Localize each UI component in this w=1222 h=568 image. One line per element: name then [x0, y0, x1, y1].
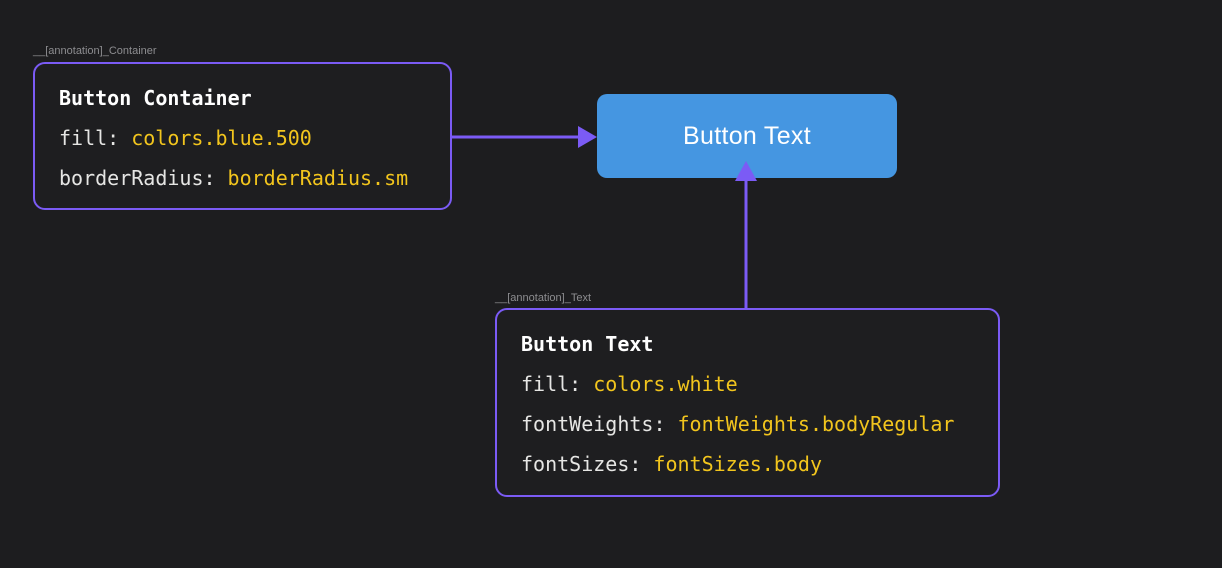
property-name: fontWeights:: [521, 412, 666, 436]
arrow-right-icon: [578, 126, 597, 148]
button-label: Button Text: [683, 121, 811, 150]
property-row-border-radius: borderRadius: borderRadius.sm: [59, 158, 426, 198]
property-row-fill: fill: colors.white: [521, 364, 974, 404]
annotation-title: Button Container: [59, 86, 252, 110]
property-name: fill:: [521, 372, 582, 396]
container-arrow: [452, 126, 597, 148]
property-value: fontWeights.bodyRegular: [677, 412, 955, 436]
property-row-fill: fill: colors.blue.500: [59, 118, 426, 158]
property-value: fontSizes.body: [653, 452, 822, 476]
property-value: colors.blue.500: [131, 126, 312, 150]
property-row-font-weights: fontWeights: fontWeights.bodyRegular: [521, 404, 974, 444]
annotation-frame-tag-text: __[annotation]_Text: [495, 292, 592, 304]
annotation-frame-tag-container: __[annotation]_Container: [33, 45, 157, 57]
property-name: fill:: [59, 126, 120, 150]
annotation-box-text[interactable]: Button Text fill: colors.white fontWeigh…: [495, 308, 1000, 497]
annotation-box-container[interactable]: Button Container fill: colors.blue.500 b…: [33, 62, 452, 210]
property-row-font-sizes: fontSizes: fontSizes.body: [521, 444, 974, 484]
property-name: borderRadius:: [59, 166, 216, 190]
property-value: colors.white: [593, 372, 738, 396]
text-arrow: [735, 161, 757, 309]
annotation-title: Button Text: [521, 332, 654, 356]
button-component[interactable]: Button Text: [597, 94, 897, 178]
property-name: fontSizes:: [521, 452, 642, 476]
property-value: borderRadius.sm: [227, 166, 409, 190]
